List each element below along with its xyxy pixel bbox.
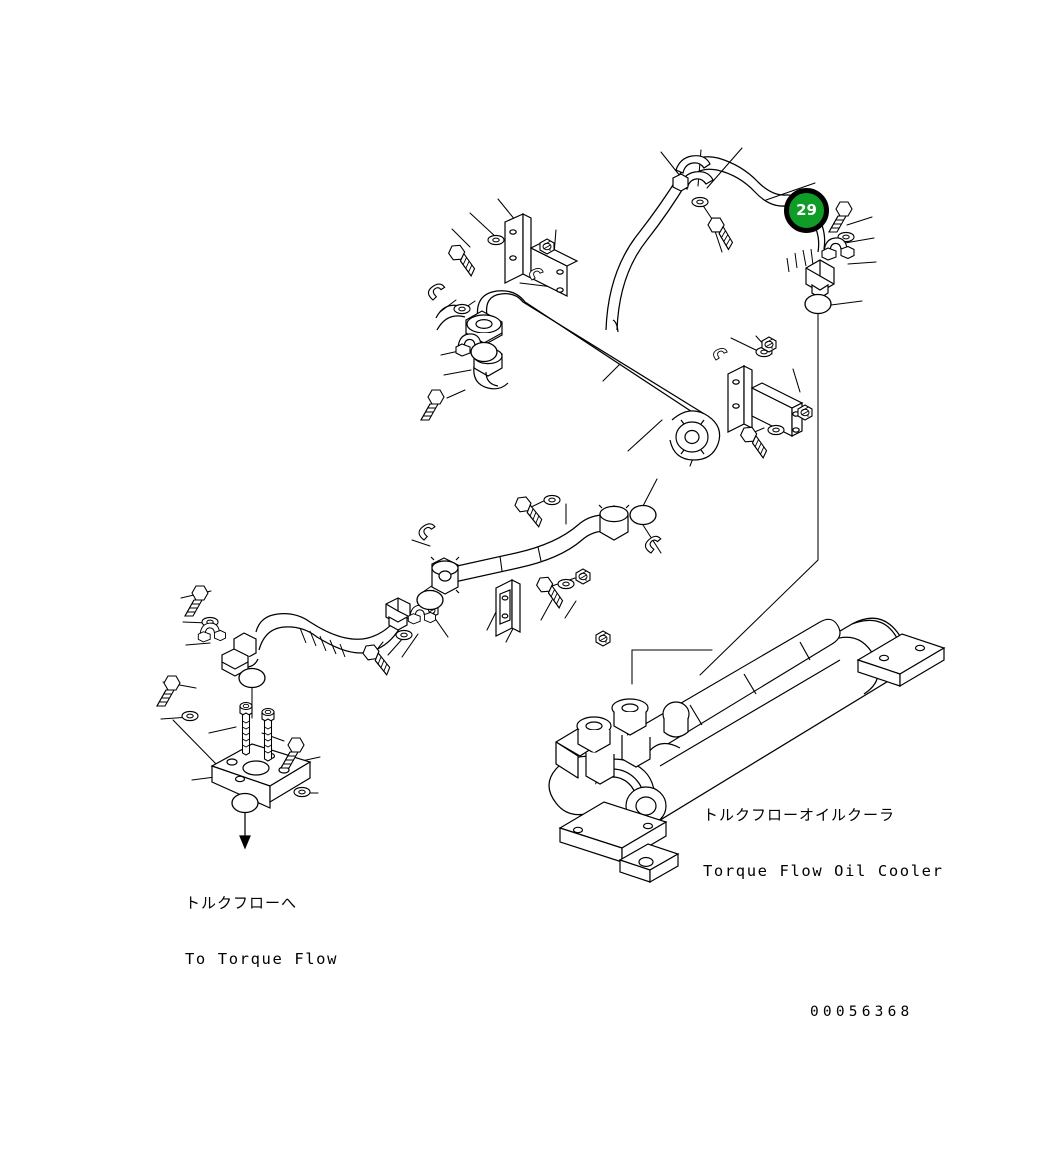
callout-badge-29[interactable]: 29 (784, 188, 829, 233)
oil-cooler-ports (576, 698, 651, 785)
to-torque-flow-label-en: To Torque Flow (185, 950, 339, 968)
lower-hose-right-fitting (385, 597, 411, 631)
to-torque-flow-label: トルクフローへ To Torque Flow (185, 856, 338, 988)
upper-hose-ribs (786, 248, 814, 273)
lower-hose-end-fitting (221, 632, 259, 677)
tube-sleeve (499, 546, 542, 572)
lower-hose-ribs (299, 627, 346, 658)
upper-tube-flange (465, 310, 503, 346)
oil-cooler-label-jp: トルクフローオイルクーラ (703, 806, 896, 824)
hose-clamp-top (672, 155, 714, 192)
oil-cooler-mounting-feet (558, 633, 946, 884)
upper-hose (605, 156, 826, 333)
diagonal-tube-flange-right (598, 504, 630, 541)
diagonal-tube (447, 514, 607, 584)
to-torque-flow-label-jp: トルクフローへ (185, 894, 298, 912)
diagonal-tube-flange (430, 556, 460, 595)
lower-hose (255, 609, 403, 654)
upper-tube (435, 290, 713, 426)
mounting-bracket-right (727, 365, 804, 437)
drawing-number: 00056368 (810, 1004, 914, 1020)
oil-cooler-label-en: Torque Flow Oil Cooler (703, 862, 944, 880)
mounting-bracket-upper-left (504, 213, 579, 297)
upper-hose-end-fitting (805, 259, 835, 299)
flow-direction-arrow (239, 812, 251, 850)
callout-badge-number: 29 (796, 201, 817, 219)
oil-cooler-label: トルクフローオイルクーラ Torque Flow Oil Cooler (703, 768, 944, 900)
right-elbow-flange (669, 410, 721, 461)
mounting-bracket-mid (495, 579, 521, 637)
